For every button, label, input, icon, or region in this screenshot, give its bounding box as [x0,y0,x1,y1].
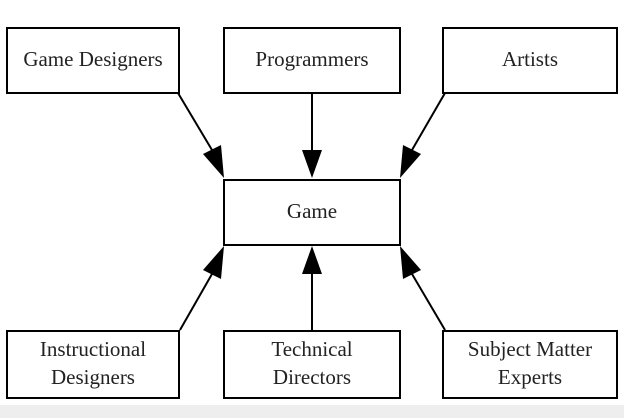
artists-label: Artists [502,47,558,71]
subject-matter-experts-node: Subject Matter Experts [442,330,618,399]
game-node: Game [223,179,401,246]
instructional-designers-node: Instructional Designers [6,330,180,399]
instructional-designers-label-line1: Instructional [40,337,146,361]
technical-directors-label-line1: Technical [271,337,352,361]
arrow-artists-to-game [400,92,446,178]
game-designers-node: Game Designers [6,27,180,94]
instructional-designers-label-line2: Designers [51,365,135,389]
subject-matter-experts-label-line1: Subject Matter [468,337,592,361]
game-label: Game [287,199,337,223]
technical-directors-label-line2: Directors [273,365,351,389]
programmers-label: Programmers [255,47,368,71]
arrow-programmers-to-game [302,93,322,178]
subject-matter-experts-label-line2: Experts [498,365,562,389]
programmers-node: Programmers [223,27,401,94]
artists-node: Artists [442,27,618,94]
arrow-technical-directors-to-game [302,246,322,330]
game-designers-label: Game Designers [23,47,162,71]
arrow-game-designers-to-game [177,92,224,178]
bottom-band [0,405,624,418]
arrow-subject-matter-experts-to-game [400,246,446,331]
technical-directors-node: Technical Directors [223,330,401,399]
arrow-instructional-designers-to-game [179,246,224,331]
